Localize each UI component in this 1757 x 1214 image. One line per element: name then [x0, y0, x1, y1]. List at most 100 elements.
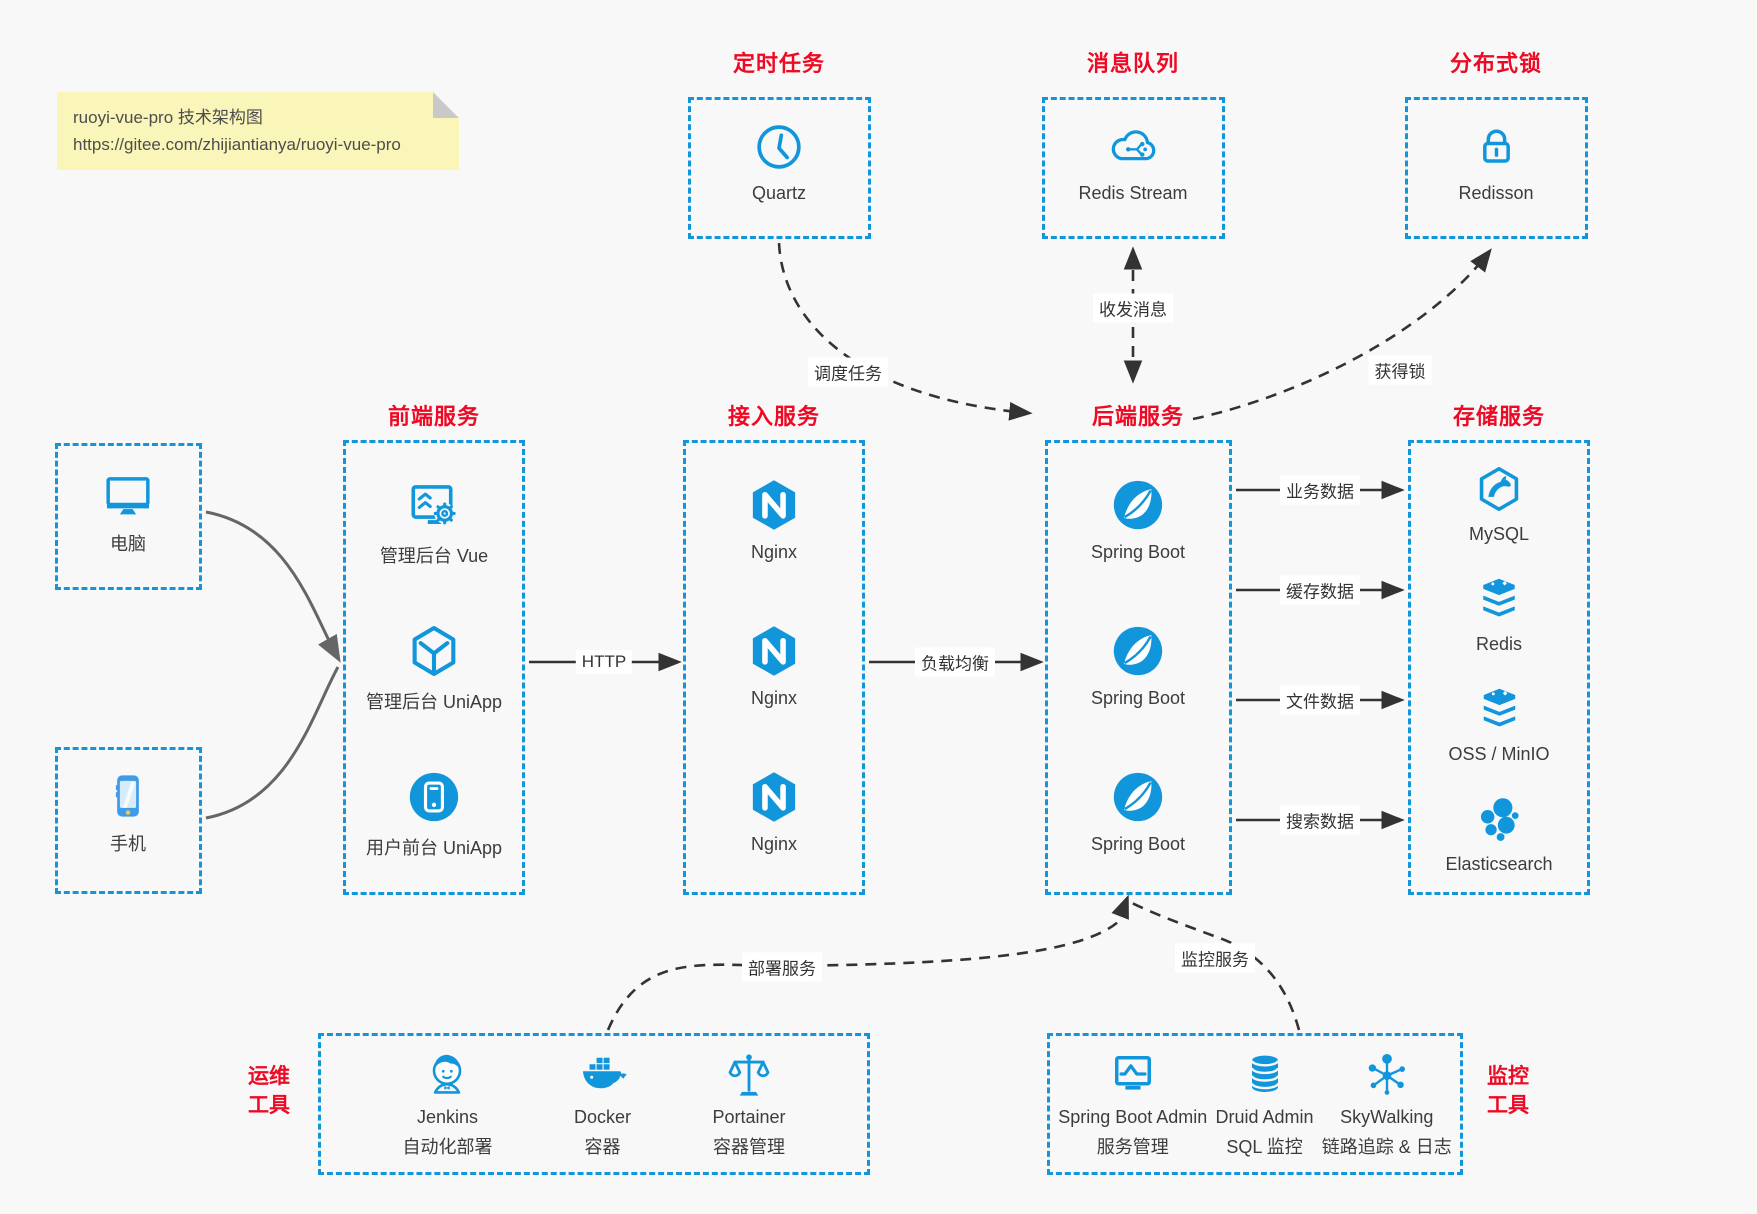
node-label: 管理后台 Vue — [379, 546, 489, 566]
node-label: Druid Admin — [1215, 1106, 1314, 1127]
node-label: Nginx — [750, 834, 798, 854]
lock-box — [1405, 97, 1588, 239]
monitoring-tools-title: 监控 工具 — [1477, 1062, 1539, 1121]
edge-label-http: HTTP — [575, 650, 633, 674]
ops-tools-box: Jenkins 自动化部署 Docker 容器 — [318, 1033, 870, 1175]
node-skywalking: SkyWalking 链路追踪 & 日志 — [1322, 1048, 1452, 1160]
group-title-scheduler: 定时任务 — [732, 51, 826, 76]
group-title-storage: 存储服务 — [1452, 404, 1546, 429]
node-label: Spring Boot — [1090, 688, 1186, 708]
monitoring-tools-box: Spring Boot Admin 服务管理 Druid Admin SQL 监… — [1047, 1033, 1463, 1175]
node-label: Spring Boot — [1090, 542, 1186, 562]
druid-icon — [1239, 1048, 1291, 1100]
edge-label-deploy-service: 部署服务 — [742, 952, 822, 982]
edge-label-file-data: 文件数据 — [1280, 685, 1360, 715]
spring-boot-icon — [1109, 476, 1167, 534]
node-redis-stream: Redis Stream — [1078, 119, 1188, 204]
scheduler-box — [688, 97, 871, 239]
ops-tools-title-line1: 运维 — [248, 1065, 290, 1088]
node-docker: Docker 容器 — [574, 1048, 631, 1160]
spring-boot-admin-icon — [1107, 1048, 1159, 1100]
sticky-note: ruoyi-vue-pro 技术架构图 https://gitee.com/zh… — [57, 92, 459, 170]
node-sublabel: SQL 监控 — [1226, 1137, 1303, 1157]
user-uniapp-icon — [405, 768, 463, 826]
node-spring-boot-admin: Spring Boot Admin 服务管理 — [1058, 1048, 1207, 1160]
nginx-icon — [745, 476, 803, 534]
edge-label-cache-data: 缓存数据 — [1280, 575, 1360, 605]
nginx-icon — [745, 768, 803, 826]
node-elasticsearch: Elasticsearch — [1445, 792, 1553, 875]
node-admin-uniapp: 管理后台 UniApp — [366, 622, 502, 714]
node-sublabel: 服务管理 — [1096, 1137, 1169, 1157]
node-label: Nginx — [750, 688, 798, 708]
node-sublabel: 容器 — [584, 1137, 621, 1157]
node-user-uniapp: 用户前台 UniApp — [366, 768, 502, 860]
node-sublabel: 自动化部署 — [402, 1137, 493, 1157]
node-label: Redis Stream — [1078, 183, 1188, 203]
nginx-icon — [745, 622, 803, 680]
node-label: Docker — [573, 1106, 631, 1127]
gateway-box — [683, 440, 865, 895]
monitoring-tools-title-line1: 监控 — [1487, 1065, 1529, 1088]
mq-box — [1042, 97, 1225, 239]
skywalking-icon — [1361, 1048, 1413, 1100]
edge-label-send-receive-msg: 收发消息 — [1093, 293, 1173, 323]
node-spring-boot-2: Spring Boot — [1091, 622, 1185, 709]
redis-icon — [1472, 572, 1526, 626]
frontend-box — [343, 440, 525, 895]
node-label: MySQL — [1468, 524, 1530, 544]
desktop-icon — [100, 466, 156, 522]
node-label: 管理后台 UniApp — [365, 692, 503, 712]
docker-icon — [574, 1048, 630, 1100]
node-quartz: Quartz — [751, 119, 807, 204]
node-redis: Redis — [1472, 572, 1526, 655]
node-label: Nginx — [750, 542, 798, 562]
edge-label-acquire-lock: 获得锁 — [1368, 355, 1432, 385]
node-label: 手机 — [110, 834, 146, 854]
node-pc: 电脑 — [100, 466, 156, 556]
edge-acquire-lock-line — [1192, 248, 1492, 421]
group-title-frontend: 前端服务 — [387, 404, 481, 429]
phone-icon — [102, 770, 154, 822]
node-label: SkyWalking — [1340, 1106, 1434, 1127]
pc-box — [55, 443, 202, 590]
edge-phone-to-frontend — [205, 666, 340, 820]
node-sublabel: 链路追踪 & 日志 — [1321, 1137, 1452, 1157]
node-label: Quartz — [751, 183, 807, 203]
edge-label-biz-data: 业务数据 — [1280, 475, 1360, 505]
node-label: Redis — [1475, 634, 1523, 654]
group-title-backend: 后端服务 — [1091, 404, 1185, 429]
node-oss-minio: OSS / MinIO — [1448, 682, 1550, 765]
edge-label-monitor-service: 监控服务 — [1175, 943, 1255, 973]
node-jenkins: Jenkins 自动化部署 — [402, 1048, 492, 1160]
node-label: OSS / MinIO — [1448, 744, 1550, 764]
note-url: https://gitee.com/zhijiantianya/ruoyi-vu… — [73, 135, 401, 155]
edge-label-schedule-task: 调度任务 — [808, 357, 888, 387]
node-nginx-3: Nginx — [745, 768, 803, 855]
note-title: ruoyi-vue-pro 技术架构图 — [73, 108, 263, 127]
portainer-icon — [723, 1048, 775, 1100]
node-nginx-1: Nginx — [745, 476, 803, 563]
edge-label-load-balance: 负载均衡 — [915, 647, 995, 677]
oss-minio-icon — [1472, 682, 1526, 736]
jenkins-icon — [421, 1048, 473, 1100]
node-mysql: MySQL — [1469, 462, 1529, 545]
ops-tools-title-line2: 工具 — [248, 1094, 290, 1118]
uniapp-cube-icon — [405, 622, 463, 680]
node-label: 用户前台 UniApp — [365, 838, 503, 858]
spring-boot-icon — [1109, 622, 1167, 680]
ops-tools-title: 运维 工具 — [238, 1062, 300, 1121]
phone-box — [55, 747, 202, 894]
elasticsearch-icon — [1472, 792, 1526, 846]
node-druid-admin: Druid Admin SQL 监控 — [1216, 1048, 1314, 1160]
edge-pc-to-frontend — [205, 510, 341, 663]
edge-monitor-service-line — [1131, 901, 1301, 1031]
edge-deploy-service-line — [606, 894, 1129, 1031]
node-label: Spring Boot — [1090, 834, 1186, 854]
node-redisson: Redisson — [1458, 119, 1534, 204]
spring-boot-icon — [1109, 768, 1167, 826]
monitoring-tools-title-line2: 工具 — [1487, 1094, 1529, 1118]
node-spring-boot-1: Spring Boot — [1091, 476, 1185, 563]
node-sublabel: 容器管理 — [712, 1137, 785, 1157]
